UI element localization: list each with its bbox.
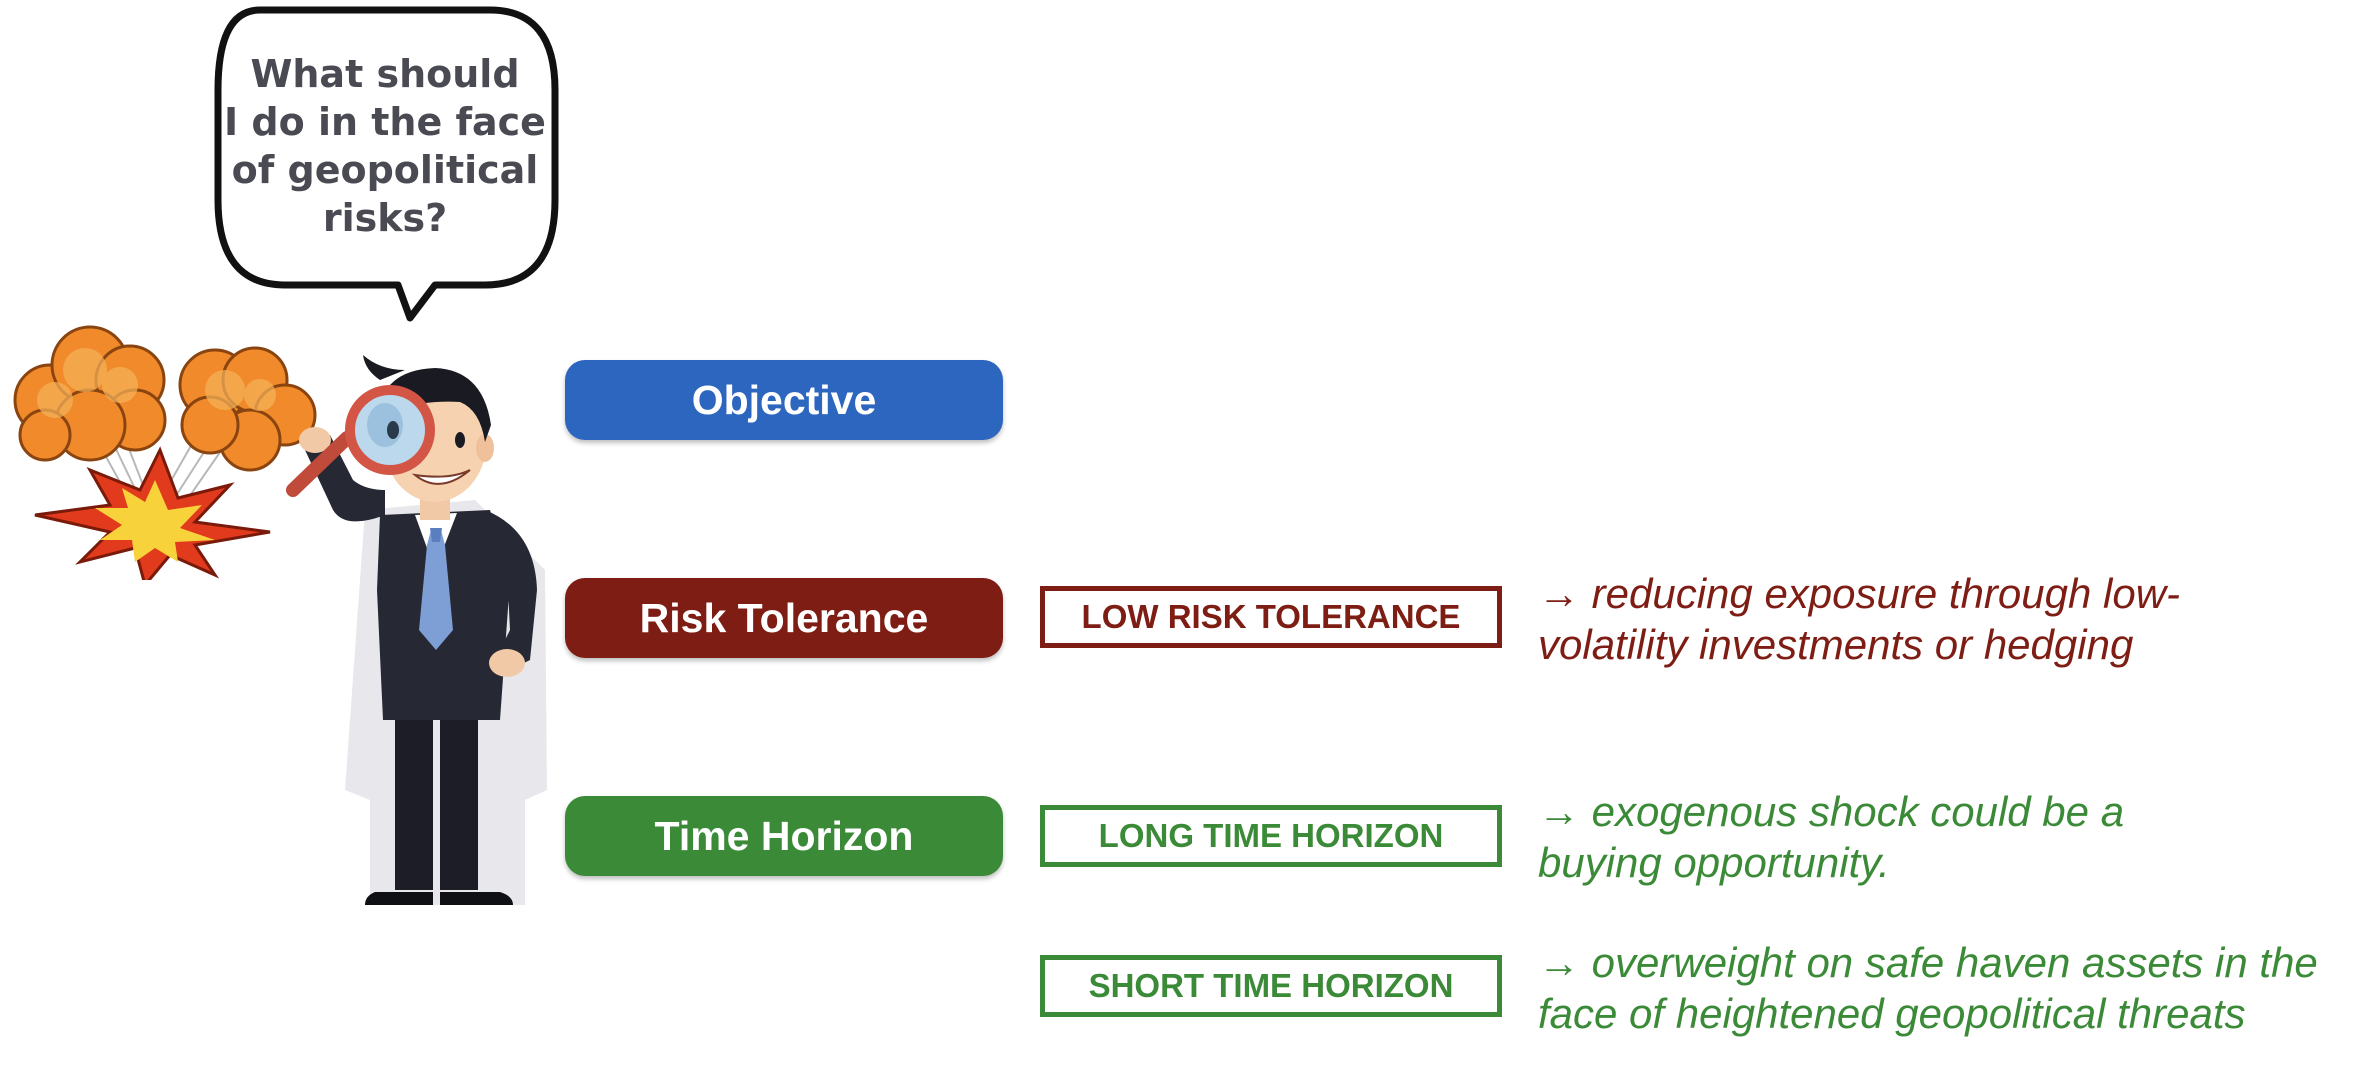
risk-tolerance-pill: Risk Tolerance <box>565 578 1003 658</box>
businessman-figure <box>286 355 547 905</box>
speech-bubble <box>214 6 559 322</box>
bubble-question: What should I do in the face of geopolit… <box>224 52 546 240</box>
objective-pill: Objective <box>565 360 1003 440</box>
short-time-description: → overweight on safe haven assets in the… <box>1538 939 2318 1037</box>
explosion-illustration <box>13 325 317 580</box>
low-risk-description: → reducing exposure through low-volatili… <box>1538 570 2181 668</box>
magnifier <box>286 385 435 497</box>
cloud-left <box>13 325 167 462</box>
short-time-horizon-box: SHORT TIME HORIZON <box>1040 955 1502 1017</box>
long-time-description: → exogenous shock could be a buying oppo… <box>1538 788 2125 886</box>
time-horizon-pill: Time Horizon <box>565 796 1003 876</box>
long-time-horizon-box: LONG TIME HORIZON <box>1040 805 1502 867</box>
low-risk-tolerance-box: LOW RISK TOLERANCE <box>1040 586 1502 648</box>
